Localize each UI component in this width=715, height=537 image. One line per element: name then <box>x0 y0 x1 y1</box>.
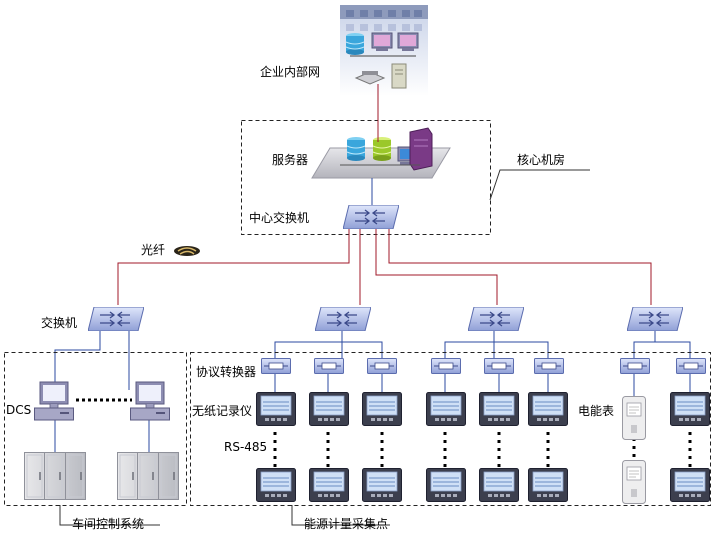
core-room-label: 核心机房 <box>517 153 566 167</box>
protocol-converter-icon <box>314 358 344 374</box>
paperless-recorder-icon <box>362 468 402 502</box>
paperless-recorder-label: 无纸记录仪 <box>192 404 253 418</box>
paperless-recorder-icon <box>528 468 568 502</box>
paperless-recorder-icon <box>426 392 466 426</box>
workshop-switch-icon <box>88 307 144 331</box>
core-room-boundary <box>241 120 491 235</box>
paperless-recorder-icon <box>309 392 349 426</box>
fiber-links <box>117 84 652 305</box>
protocol-converter-icon <box>484 358 514 374</box>
fiber-label: 光纤 <box>141 243 166 257</box>
protocol-converter-icon <box>431 358 461 374</box>
area-switch-icon <box>627 307 683 331</box>
paperless-recorder-icon <box>256 392 296 426</box>
control-cabinet-icon <box>117 452 179 500</box>
paperless-recorder-icon <box>670 392 710 426</box>
dcs-computer-icon <box>34 381 74 421</box>
protocol-converter-icon <box>534 358 564 374</box>
metering-callout <box>291 505 390 526</box>
server-cluster-icon <box>311 127 451 179</box>
protocol-converter-icon <box>676 358 706 374</box>
protocol-converter-label: 协议转换器 <box>196 365 257 379</box>
fiber-icon <box>174 246 200 256</box>
core-room-callout <box>489 169 590 201</box>
paperless-recorder-icon <box>426 468 466 502</box>
database-icon <box>372 137 392 161</box>
server-tower-icon <box>391 63 407 89</box>
paperless-recorder-icon <box>670 468 710 502</box>
protocol-converter-icon <box>261 358 291 374</box>
central-switch-icon <box>343 205 399 229</box>
protocol-converter-icon <box>367 358 397 374</box>
dcs-label: DCS <box>6 403 32 417</box>
telephone-icon <box>354 71 386 85</box>
rs485-label: RS-485 <box>224 440 268 454</box>
servers-label: 服务器 <box>272 153 309 167</box>
control-cabinet-icon <box>24 452 86 500</box>
workstation-icon <box>371 32 393 51</box>
area-switch-icon <box>468 307 524 331</box>
enterprise-network-label: 企业内部网 <box>260 65 321 79</box>
workshop-control-label: 车间控制系统 <box>72 517 145 531</box>
energy-metering-boundary <box>190 352 711 506</box>
enterprise-building-icon <box>340 5 428 96</box>
rs485-chains <box>273 432 692 470</box>
workstation-icon <box>397 32 419 51</box>
energy-meter-icon <box>622 460 646 504</box>
workshop-callout <box>59 505 160 526</box>
paperless-recorder-icon <box>479 392 519 426</box>
dcs-computer-icon <box>130 381 170 421</box>
protocol-converter-icon <box>620 358 650 374</box>
paperless-recorder-icon <box>479 468 519 502</box>
network-links <box>54 178 691 455</box>
database-icon <box>346 137 366 161</box>
energy-metering-label: 能源计量采集点 <box>304 517 389 531</box>
paperless-recorder-icon <box>256 468 296 502</box>
energy-meter-icon <box>622 396 646 440</box>
server-tower-icon <box>409 127 433 171</box>
workshop-control-boundary <box>4 352 187 506</box>
central-switch-label: 中心交换机 <box>249 211 310 225</box>
energy-meter-label: 电能表 <box>578 404 615 418</box>
paperless-recorder-icon <box>309 468 349 502</box>
switch-label: 交换机 <box>41 316 78 330</box>
paperless-recorder-icon <box>528 392 568 426</box>
area-switch-icon <box>315 307 371 331</box>
database-icon <box>345 33 365 55</box>
paperless-recorder-icon <box>362 392 402 426</box>
